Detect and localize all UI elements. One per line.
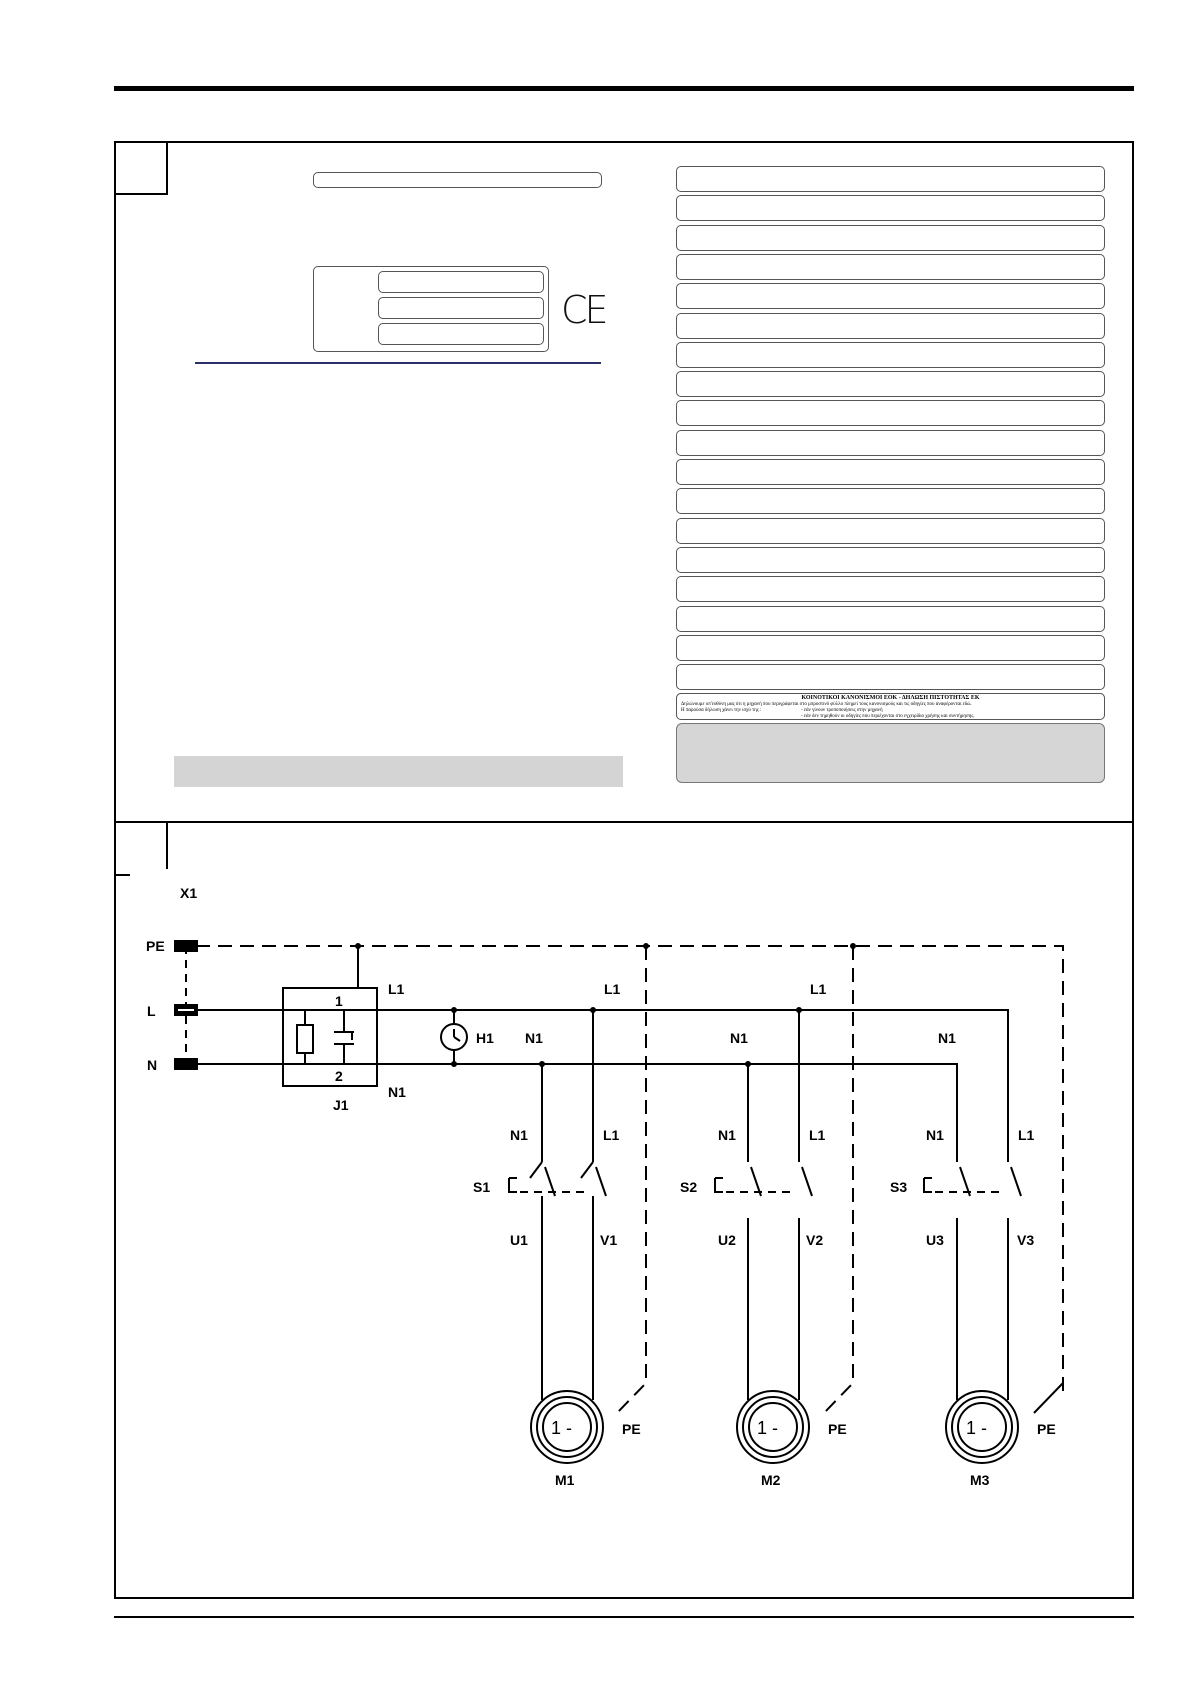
ec-declaration-line-2b: - εάν γίνουν τροποποιήσεις στην μηχανή xyxy=(801,708,883,713)
label-contact-2: 2 xyxy=(335,1068,343,1084)
label-pe: PE xyxy=(146,938,165,954)
motor-symbol-1: 1 - xyxy=(551,1418,572,1438)
section-2-tab-foot xyxy=(114,874,130,876)
label-v1: V1 xyxy=(600,1232,617,1248)
model-field xyxy=(313,172,602,188)
label-s2: S2 xyxy=(680,1179,697,1195)
label-u2: U2 xyxy=(718,1232,736,1248)
standard-field-3 xyxy=(676,224,1105,251)
section-divider xyxy=(114,821,1134,823)
section-2-tab xyxy=(166,823,168,869)
label-l1-b: L1 xyxy=(810,981,827,997)
standard-field-7 xyxy=(676,341,1105,368)
standard-field-6 xyxy=(676,312,1105,339)
motor-m3 xyxy=(945,1390,1019,1464)
spec-field-1 xyxy=(378,271,544,293)
standard-field-5 xyxy=(676,283,1105,310)
standard-field-12 xyxy=(676,488,1105,515)
label-n1-b: N1 xyxy=(730,1030,748,1046)
label-l1-s3: L1 xyxy=(1018,1127,1035,1143)
label-pe-m1: PE xyxy=(622,1421,641,1437)
label-contact-1: 1 xyxy=(335,993,343,1009)
pe-bus xyxy=(196,945,1064,1393)
content-frame xyxy=(114,141,1134,1599)
ce-mark: CE xyxy=(561,288,609,332)
label-n1-s2: N1 xyxy=(718,1127,736,1143)
label-n: N xyxy=(147,1057,157,1073)
spec-field-3 xyxy=(378,323,544,345)
standard-field-14 xyxy=(676,546,1105,573)
ec-declaration: ΚΟΙΝΟΤΙΚΟΙ ΚΑΝΟΝΙΣΜΟΙ ΕΟΚ - ΔΗΛΩΣΗ ΠΙΣΤΟ… xyxy=(676,693,1105,720)
label-n1-a: N1 xyxy=(525,1030,543,1046)
pe-drop-1 xyxy=(616,946,647,1414)
label-n1-j1: N1 xyxy=(388,1084,406,1100)
standard-field-2 xyxy=(676,195,1105,222)
motor-symbol-2: 1 - xyxy=(757,1418,778,1438)
standard-field-16 xyxy=(676,605,1105,632)
label-l1-s1: L1 xyxy=(603,1127,620,1143)
ec-declaration-line-3: - εάν δεν τηρηθούν οι οδηγίες που περιέχ… xyxy=(801,714,975,719)
label-m3: M3 xyxy=(970,1472,990,1488)
label-s1: S1 xyxy=(473,1179,490,1195)
motor-symbol-3: 1 - xyxy=(966,1418,987,1438)
signature-panel xyxy=(676,723,1105,783)
label-u1: U1 xyxy=(510,1232,528,1248)
switch-s2 xyxy=(714,1166,813,1197)
label-m1: M1 xyxy=(555,1472,575,1488)
label-l1-a: L1 xyxy=(604,981,621,997)
ec-declaration-line-1: Δηλώνουμε υπ'ευθύνη μας ότι η μηχανή που… xyxy=(681,702,972,707)
standard-field-9 xyxy=(676,400,1105,427)
terminal-n xyxy=(174,1058,198,1070)
pe-drop-2 xyxy=(823,946,854,1414)
label-l: L xyxy=(147,1003,156,1019)
standard-field-15 xyxy=(676,576,1105,603)
label-j1: J1 xyxy=(333,1097,349,1113)
label-v2: V2 xyxy=(806,1232,823,1248)
terminal-pe xyxy=(174,940,198,952)
top-rule xyxy=(114,86,1134,91)
label-l1-j1: L1 xyxy=(388,981,405,997)
shaded-bar xyxy=(174,756,623,787)
label-u3: U3 xyxy=(926,1232,944,1248)
standard-field-4 xyxy=(676,253,1105,280)
standard-field-17 xyxy=(676,634,1105,661)
standard-field-13 xyxy=(676,517,1105,544)
j1-box xyxy=(282,987,378,1087)
standard-field-8 xyxy=(676,371,1105,398)
label-m2: M2 xyxy=(761,1472,781,1488)
standard-field-18 xyxy=(676,664,1105,691)
label-x1: X1 xyxy=(180,885,197,901)
n1-main xyxy=(377,1063,958,1162)
spec-field-2 xyxy=(378,297,544,319)
label-l1-s2: L1 xyxy=(809,1127,826,1143)
standard-field-10 xyxy=(676,429,1105,456)
bottom-rule xyxy=(114,1616,1134,1618)
label-pe-m3: PE xyxy=(1037,1421,1056,1437)
nameplate-rule xyxy=(195,362,601,364)
label-n1-s3: N1 xyxy=(926,1127,944,1143)
spec-group-box xyxy=(313,266,549,352)
label-h1: H1 xyxy=(476,1030,494,1046)
switch-s1 xyxy=(508,1161,607,1218)
ec-declaration-title: ΚΟΙΝΟΤΙΚΟΙ ΚΑΝΟΝΙΣΜΟΙ ΕΟΚ - ΔΗΛΩΣΗ ΠΙΣΤΟ… xyxy=(801,695,980,701)
switch-s3 xyxy=(923,1166,1022,1197)
label-s3: S3 xyxy=(890,1179,907,1195)
l1-main xyxy=(377,1009,1009,1162)
pe-drop-3 xyxy=(1033,1382,1064,1414)
motor-m1 xyxy=(530,1390,604,1464)
standard-field-1 xyxy=(676,166,1105,192)
section-1-tab xyxy=(114,141,168,195)
label-v3: V3 xyxy=(1017,1232,1034,1248)
label-pe-m2: PE xyxy=(828,1421,847,1437)
ec-declaration-line-2: Η παρούσα δήλωση χάνει την ισχύ της : xyxy=(681,708,762,713)
label-n1-c: N1 xyxy=(938,1030,956,1046)
motor-m2 xyxy=(736,1390,810,1464)
label-n1-s1: N1 xyxy=(510,1127,528,1143)
standard-field-11 xyxy=(676,459,1105,485)
